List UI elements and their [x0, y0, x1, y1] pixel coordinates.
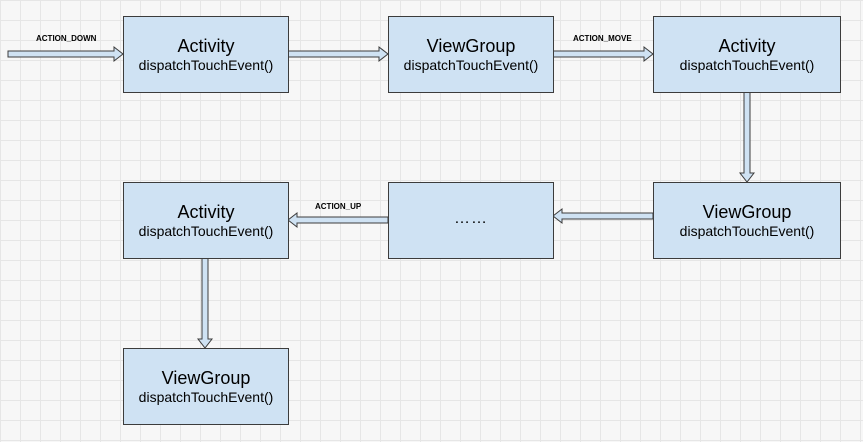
node-viewgroup-2: ViewGroup dispatchTouchEvent() [653, 182, 841, 259]
node-method: dispatchTouchEvent() [138, 56, 274, 73]
node-title: ViewGroup [702, 201, 792, 222]
node-method: dispatchTouchEvent() [679, 222, 815, 239]
arrow-n6-to-n7 [196, 257, 214, 349]
arrow-n2-to-n3 [552, 45, 654, 63]
arrow-n5-to-n6 [287, 211, 389, 229]
node-activity-1: Activity dispatchTouchEvent() [123, 16, 289, 93]
node-title: Activity [177, 201, 235, 222]
arrow-entry [7, 45, 124, 63]
node-title: Activity [177, 35, 235, 56]
node-title: ViewGroup [161, 367, 251, 388]
node-title: Activity [718, 35, 776, 56]
label-action-move: ACTION_MOVE [573, 34, 632, 43]
node-method: dispatchTouchEvent() [138, 222, 274, 239]
node-activity-2: Activity dispatchTouchEvent() [653, 16, 841, 93]
node-ellipsis: …… [388, 182, 554, 259]
label-action-up: ACTION_UP [315, 202, 362, 211]
arrow-n3-to-n4 [738, 91, 756, 183]
label-action-down: ACTION_DOWN [36, 34, 97, 43]
arrow-n1-to-n2 [287, 45, 389, 63]
node-title: ViewGroup [426, 35, 516, 56]
node-viewgroup-1: ViewGroup dispatchTouchEvent() [388, 16, 554, 93]
node-ellipsis-text: …… [454, 209, 488, 227]
node-viewgroup-3: ViewGroup dispatchTouchEvent() [123, 348, 289, 425]
arrow-n4-to-n5 [552, 207, 654, 225]
node-method: dispatchTouchEvent() [679, 56, 815, 73]
node-method: dispatchTouchEvent() [138, 388, 274, 405]
node-method: dispatchTouchEvent() [403, 56, 539, 73]
node-activity-3: Activity dispatchTouchEvent() [123, 182, 289, 259]
